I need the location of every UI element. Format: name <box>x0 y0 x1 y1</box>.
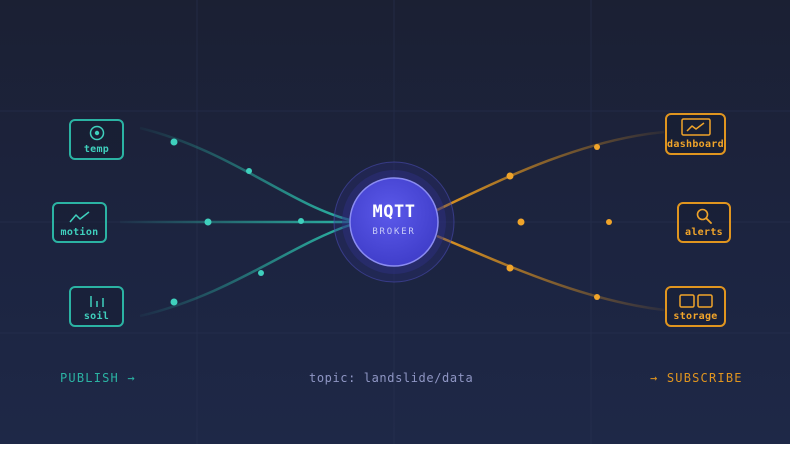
message-dot <box>246 168 252 174</box>
message-dot <box>594 144 600 150</box>
publish-link-soil <box>139 223 351 318</box>
message-dot <box>606 219 612 225</box>
broker-title: MQTT <box>372 202 416 222</box>
subscribe-link-dashboard <box>436 130 665 212</box>
subscriber-label: alerts <box>685 227 723 238</box>
publisher-node-temp[interactable]: temp <box>69 119 124 160</box>
publisher-label: motion <box>60 227 99 238</box>
chart-screen-icon <box>680 118 711 136</box>
message-dot <box>506 172 514 180</box>
publish-label: PUBLISH → <box>60 371 136 385</box>
diagram-canvas: MQTT BROKER temp motion soil dashboard a… <box>0 0 790 444</box>
message-dot <box>170 298 178 306</box>
publish-link-temp <box>139 126 351 222</box>
publisher-node-motion[interactable]: motion <box>52 202 107 243</box>
subscriber-node-alerts[interactable]: alerts <box>677 202 731 243</box>
publisher-label: soil <box>83 311 110 322</box>
publisher-label: temp <box>83 144 110 155</box>
message-dot <box>506 264 514 272</box>
subscriber-node-storage[interactable]: storage <box>665 286 726 327</box>
subscriber-label: dashboard <box>667 139 724 150</box>
message-dot <box>258 270 264 276</box>
trend-line-icon <box>68 210 91 224</box>
broker-subtitle: BROKER <box>372 227 416 237</box>
storage-blocks-icon <box>678 294 713 308</box>
signal-bars-icon <box>88 294 106 308</box>
subscriber-node-dashboard[interactable]: dashboard <box>665 113 726 155</box>
message-dot <box>204 218 212 226</box>
subscriber-label: storage <box>673 311 718 322</box>
message-dot <box>298 218 304 224</box>
message-dot <box>594 294 600 300</box>
publisher-node-soil[interactable]: soil <box>69 286 124 327</box>
diagram-svg <box>0 0 790 444</box>
message-dot <box>517 218 525 226</box>
topic-label: topic: landslide/data <box>309 371 474 385</box>
broker-node <box>333 161 455 283</box>
target-icon <box>89 125 105 141</box>
subscribe-link-storage <box>436 234 665 312</box>
message-dot <box>170 138 178 146</box>
subscribe-label: → SUBSCRIBE <box>650 371 743 385</box>
search-icon <box>696 208 712 224</box>
